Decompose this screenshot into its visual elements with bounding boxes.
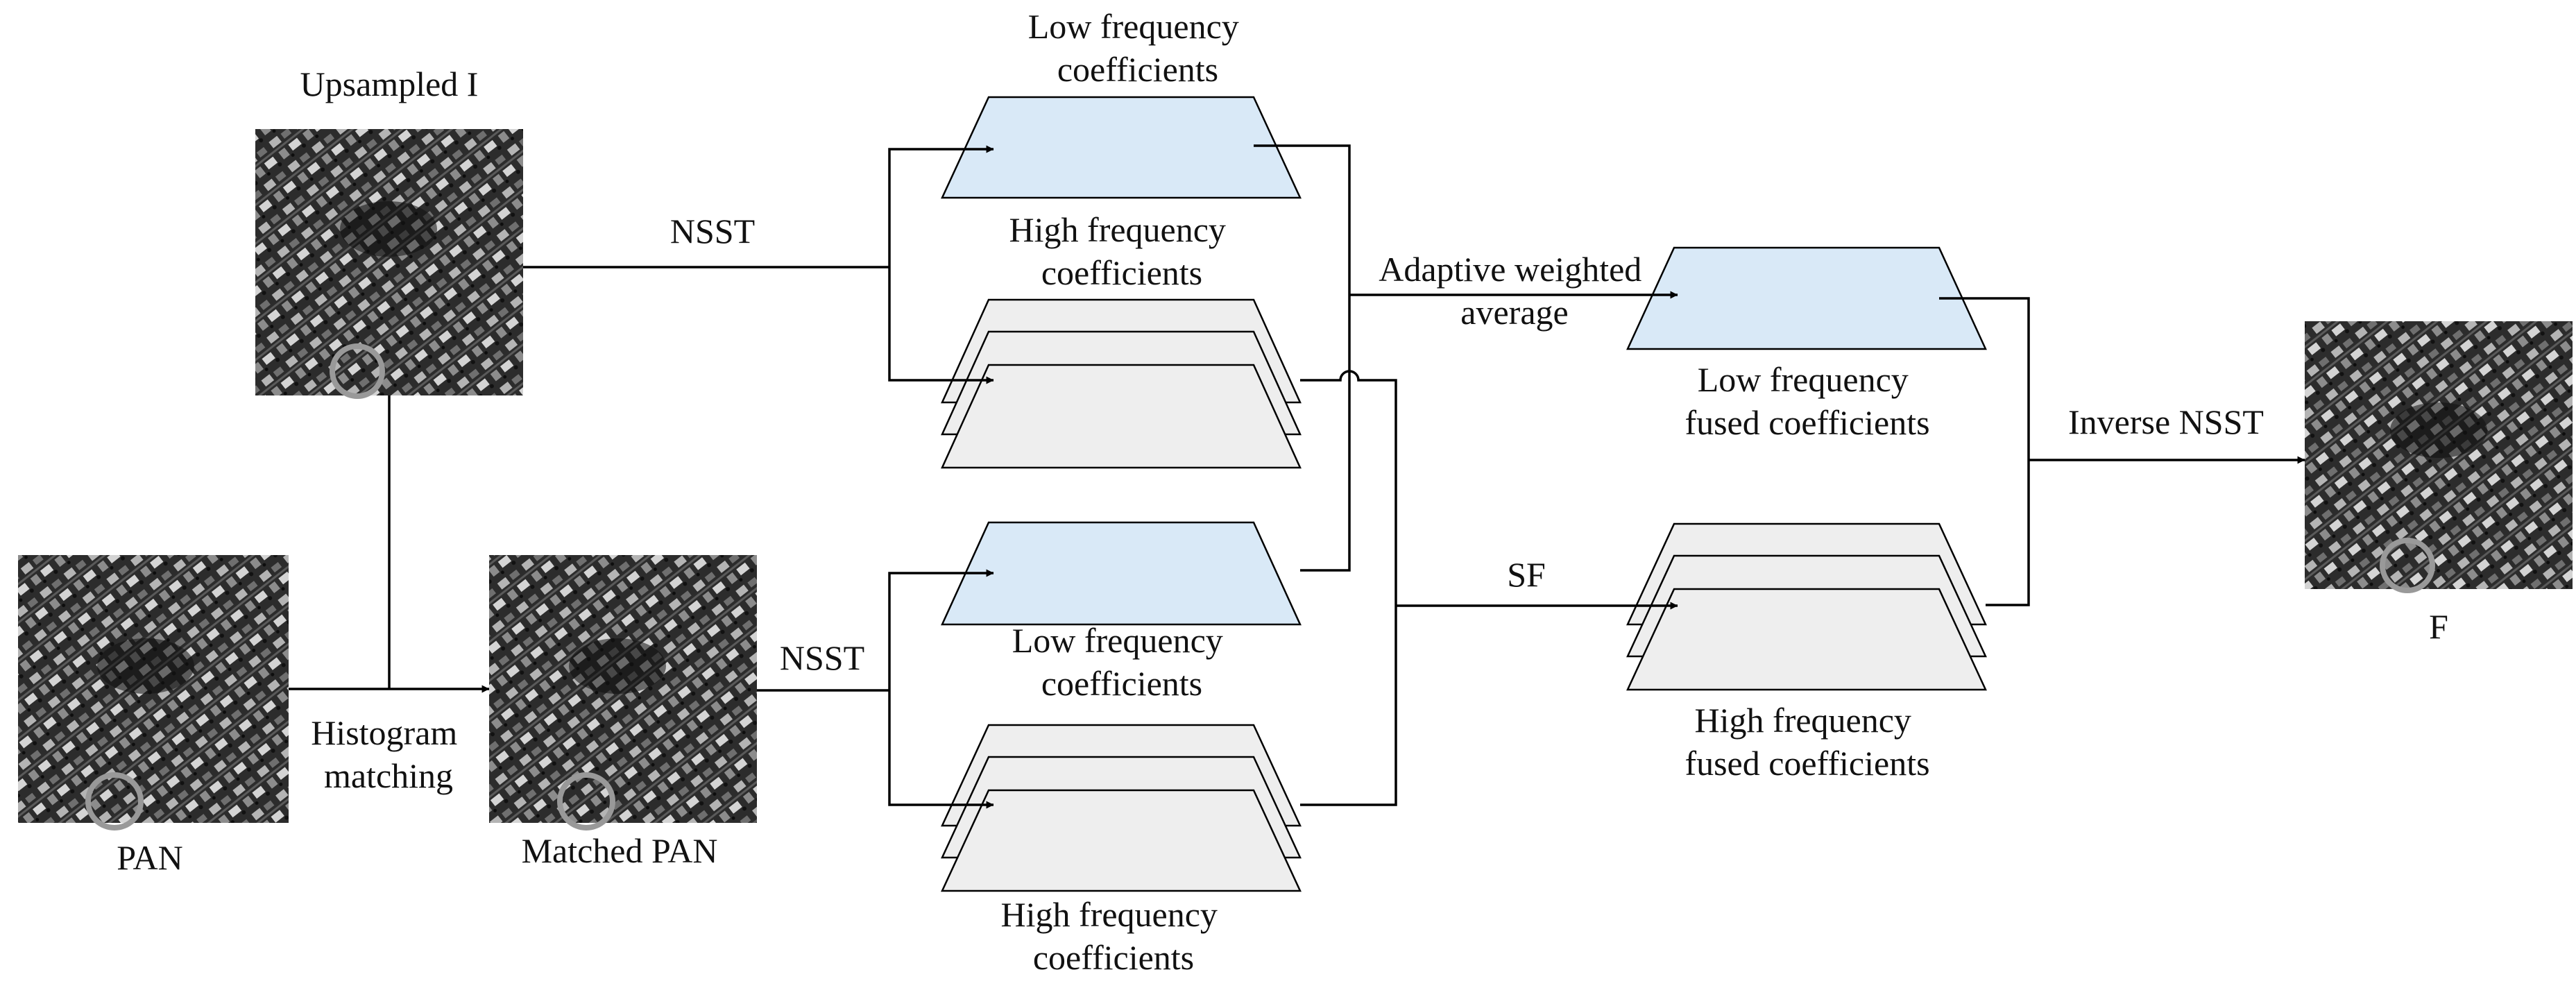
nsst-bottom-label: NSST <box>780 638 864 677</box>
fused-low-frequency-plane <box>1626 246 1987 350</box>
fused-image <box>2305 321 2573 593</box>
inverse-nsst-label: Inverse NSST <box>2068 402 2264 441</box>
upsampled-image <box>255 129 523 399</box>
fused-low-frequency-label: Low frequency fused coefficients <box>1684 360 1929 442</box>
top-high-frequency-label: High frequency coefficients <box>1009 210 1235 292</box>
to-top-low-arrow <box>888 145 994 267</box>
pan-image <box>18 555 289 831</box>
nsst-top-label: NSST <box>670 212 755 250</box>
to-top-high-arrow <box>888 267 994 384</box>
top-low-frequency-label: Low frequency coefficients <box>1028 7 1248 89</box>
upsampled-image-label: Upsampled I <box>300 65 479 103</box>
bottom-high-frequency-label: High frequency coefficients <box>1001 895 1227 977</box>
pan-image-label: PAN <box>117 838 182 877</box>
top-low-to-merge-line <box>1254 144 1351 572</box>
adaptive-weighted-average-label: Adaptive weighted average <box>1379 250 1650 332</box>
to-bottom-low-arrow <box>888 569 994 690</box>
bottom-high-frequency-stack <box>941 724 1302 892</box>
top-low-frequency-plane <box>941 96 1302 199</box>
matched-pan-image <box>489 555 757 831</box>
top-high-to-merge-line <box>1300 370 1397 806</box>
fused-image-label: F <box>2429 607 2448 646</box>
fused-low-out-line <box>1939 297 2030 606</box>
sf-label: SF <box>1507 555 1546 594</box>
to-bottom-high-arrow <box>888 690 994 809</box>
histogram-matching-label: Histogram matching <box>311 713 466 795</box>
top-high-frequency-stack <box>941 298 1302 469</box>
matched-pan-image-label: Matched PAN <box>522 831 718 870</box>
fused-high-frequency-stack <box>1626 522 1987 691</box>
bottom-low-frequency-label: Low frequency coefficients <box>1012 621 1232 703</box>
bottom-low-frequency-plane <box>941 521 1302 626</box>
connectors <box>289 144 2305 809</box>
fused-high-frequency-label: High frequency fused coefficients <box>1684 701 1929 783</box>
